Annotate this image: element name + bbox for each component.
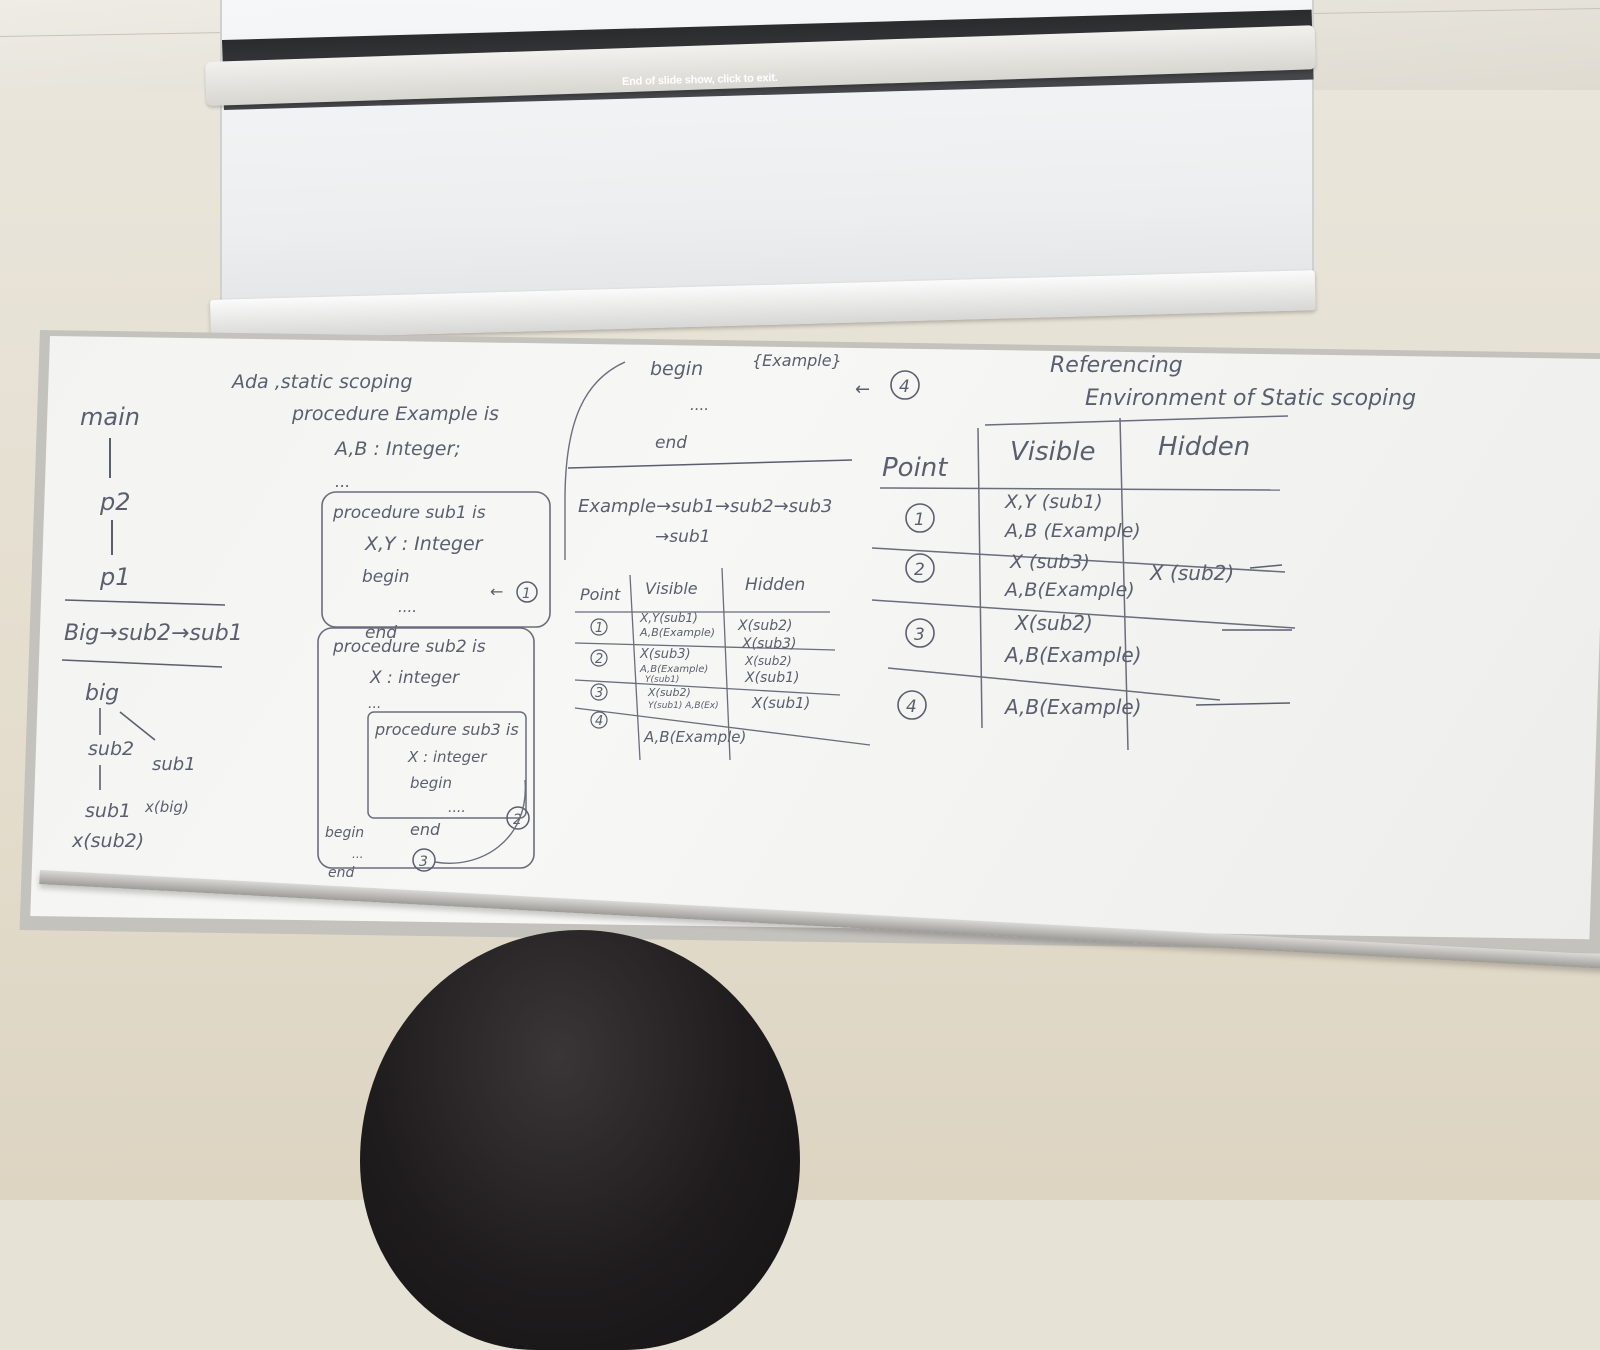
code-line-4: procedure sub1 is <box>332 503 486 523</box>
chain-main: main <box>80 403 140 431</box>
marker-4-label: 4 <box>899 377 910 397</box>
ref-r1-vis-2: A,B (Example) <box>1003 520 1141 542</box>
small-header-point: Point <box>580 585 621 604</box>
code-line-16: end <box>410 820 441 839</box>
small-r2-vis-3: Y(sub1) <box>645 675 679 685</box>
small-r4-point: 4 <box>595 714 603 729</box>
small-r2-vis-1: X(sub3) <box>639 647 691 662</box>
marker-2 <box>506 806 530 830</box>
sub3-box <box>367 711 527 819</box>
small-r1-point: 1 <box>595 621 603 636</box>
flow-arrow <box>434 779 526 864</box>
sub2-box <box>317 627 535 869</box>
big-line: Big→sub2→sub1 <box>64 621 243 646</box>
code-line-17: begin <box>325 825 364 841</box>
ref-r3-point: 3 <box>914 625 925 645</box>
tree-leaf-note: x(sub2) <box>71 830 144 852</box>
small-r2-vis-2: A,B(Example) <box>639 664 708 675</box>
code-line-14: begin <box>410 774 452 792</box>
divider <box>64 599 226 606</box>
small-header-hidden: Hidden <box>745 575 805 595</box>
small-table: Point Visible Hidden 1 X,Y(sub1) A,B(Exa… <box>574 567 871 761</box>
code-line-3: ... <box>335 472 350 491</box>
ref-r3-vis-1: X(sub2) <box>1014 611 1093 635</box>
small-r2-hid-1: X(sub2) <box>744 654 792 668</box>
example-end: end <box>655 433 687 453</box>
code-line-7: .... <box>398 598 417 616</box>
ref-r4-vis-1: A,B(Example) <box>1003 695 1142 719</box>
code-line-9: procedure sub2 is <box>332 637 486 657</box>
ref-title-2: Environment of Static scoping <box>1085 386 1416 411</box>
marker-2-label: 2 <box>513 812 522 828</box>
ref-r3-vis-2: A,B(Example) <box>1003 643 1142 667</box>
code-line-10: X : integer <box>369 668 460 688</box>
code-line-13: X : integer <box>407 748 487 766</box>
reference-table: Point Visible Hidden 1 X,Y (sub1) A,B (E… <box>871 415 1296 751</box>
ref-r4-point: 4 <box>906 697 917 717</box>
marker-3-label: 3 <box>419 854 428 870</box>
ref-header-visible: Visible <box>1010 437 1096 467</box>
small-r3-vis-2: Y(sub1) A,B(Ex) <box>648 701 719 711</box>
ada-title: Ada ,static scoping <box>230 371 412 393</box>
code-line-12: procedure sub3 is <box>374 720 519 739</box>
code-line-15: .... <box>448 800 466 816</box>
tree-root: big <box>85 681 119 706</box>
tree-left: sub2 <box>88 738 134 760</box>
divider <box>567 459 853 469</box>
example-comment: {Example} <box>752 351 842 370</box>
code-line-11: ... <box>368 696 381 712</box>
tree-right-note: x(big) <box>144 798 189 816</box>
example-begin: begin <box>650 358 703 380</box>
whiteboard-writing: main p2 p1 Big→sub2→sub1 big sub2 sub1 x… <box>61 351 1416 881</box>
marker-4-arrow: ← <box>855 379 870 400</box>
code-line-6: begin <box>362 567 410 587</box>
marker-4 <box>890 370 920 400</box>
sub1-box <box>321 491 551 628</box>
ref-r2-vis-2: A,B(Example) <box>1003 579 1135 601</box>
code-line-2: A,B : Integer; <box>333 438 461 460</box>
ref-title-1: Referencing <box>1050 353 1183 378</box>
ref-header-hidden: Hidden <box>1158 432 1250 462</box>
small-r2-point: 2 <box>595 652 603 667</box>
call-chain-line: Example→sub1→sub2→sub3 <box>578 496 832 517</box>
small-r3-hid-1: X(sub1) <box>751 694 810 712</box>
chain-p1: p1 <box>99 563 131 591</box>
small-r4-vis-1: A,B(Example) <box>643 728 746 746</box>
marker-1-label: 1 <box>522 586 531 602</box>
marker-3 <box>412 848 436 872</box>
small-r1-vis-2: A,B(Example) <box>639 626 715 639</box>
small-r1-hid-2: X(sub3) <box>741 636 796 652</box>
tree-edges <box>99 708 156 790</box>
code-line-1: procedure Example is <box>291 403 499 425</box>
small-r3-point: 3 <box>595 686 603 701</box>
small-r1-hid-1: X(sub2) <box>737 618 792 634</box>
ref-header-point: Point <box>882 453 948 483</box>
marker-1 <box>516 581 538 603</box>
code-line-19: end <box>328 865 354 881</box>
small-r1-vis-1: X,Y(sub1) <box>639 611 698 625</box>
ref-r1-point: 1 <box>914 510 925 530</box>
call-chain-line-2: →sub1 <box>655 527 710 547</box>
small-r2-hid-2: X(sub1) <box>744 670 799 686</box>
code-line-18: ... <box>352 847 363 861</box>
tree-leaf: sub1 <box>85 800 131 822</box>
small-r3-vis-1: X(sub2) <box>647 686 691 699</box>
example-dots: .... <box>690 396 709 414</box>
chain-p2: p2 <box>99 488 131 516</box>
code-line-5: X,Y : Integer <box>364 533 484 555</box>
ref-r2-hidden: X (sub2) <box>1149 561 1234 585</box>
ref-r2-vis-1: X (sub3) <box>1009 551 1090 573</box>
ref-r1-vis-1: X,Y (sub1) <box>1004 491 1103 513</box>
flow-arrow <box>564 361 626 560</box>
small-header-visible: Visible <box>645 579 698 598</box>
divider <box>61 659 223 668</box>
tree-right: sub1 <box>152 754 196 775</box>
ref-r2-point: 2 <box>914 560 925 580</box>
marker-1-arrow: ← <box>490 582 503 601</box>
